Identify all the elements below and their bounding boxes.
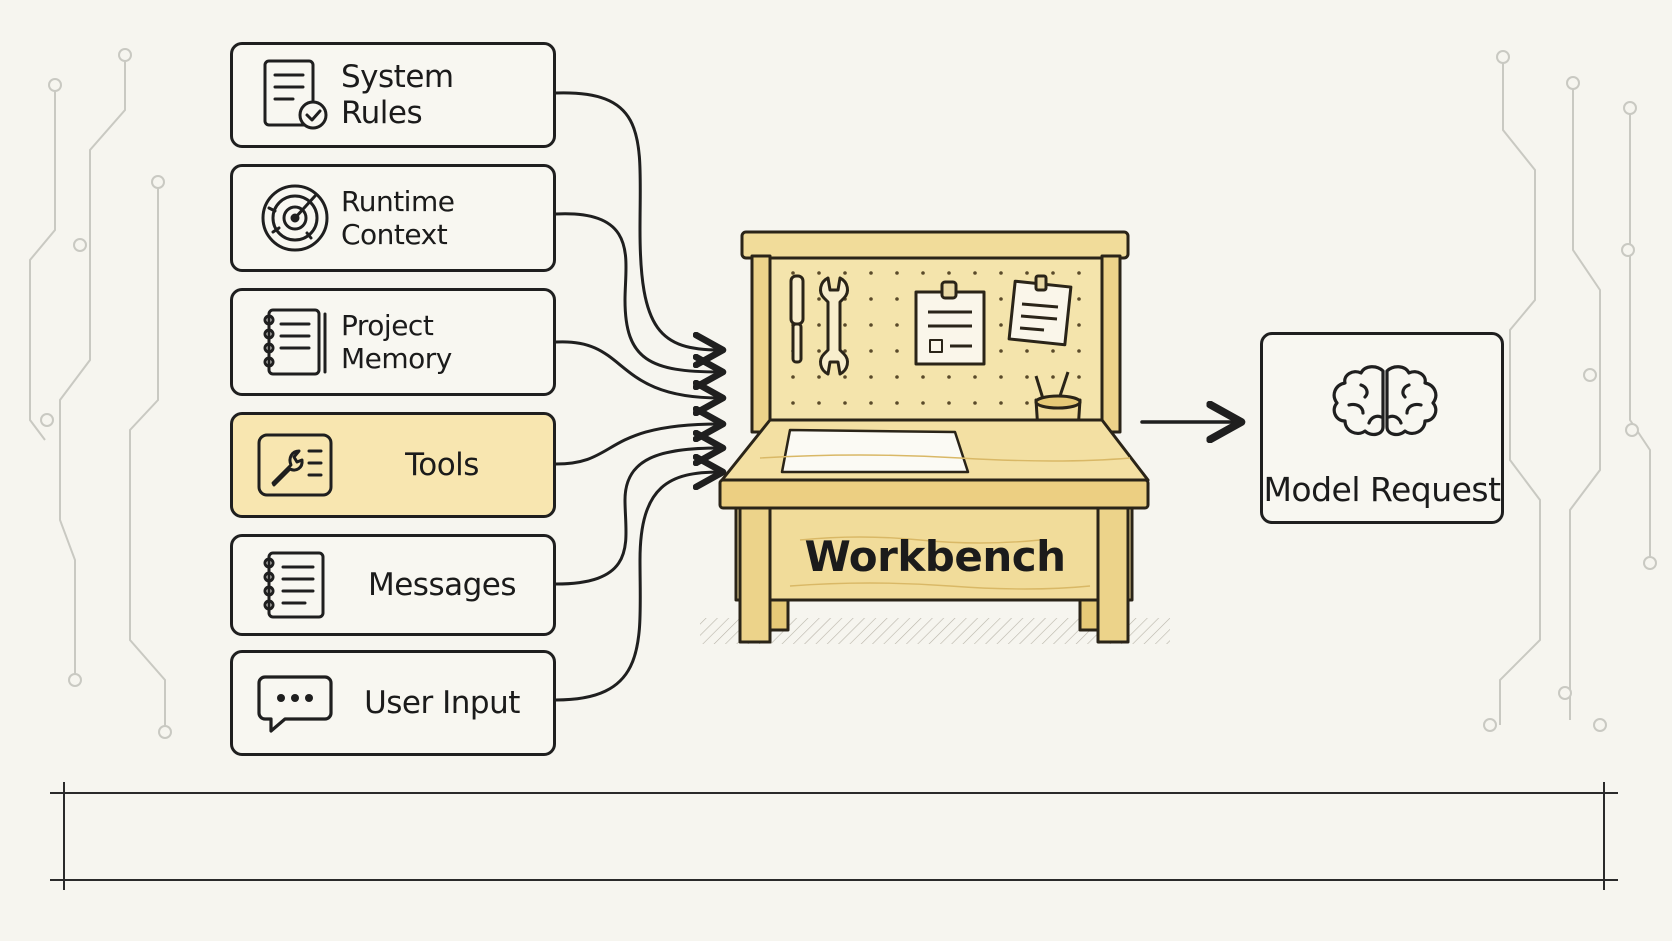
notebook-icon	[263, 308, 327, 376]
connector-user-input	[554, 472, 720, 702]
notebook-lines-icon	[263, 551, 325, 619]
connector-system-rules	[554, 91, 720, 350]
footer-band-lines	[50, 782, 1618, 890]
output-box-model-request[interactable]: Model Request	[1260, 332, 1504, 524]
connector-messages	[554, 448, 720, 586]
workbench-label: Workbench	[804, 532, 1066, 581]
input-box-tools[interactable]: Tools	[230, 412, 556, 518]
input-box-runtime-context[interactable]: Runtime Context	[230, 164, 556, 272]
input-label-user-input: User Input	[364, 685, 520, 721]
circuit-decoration-left	[29, 48, 172, 739]
wrench-card-icon	[257, 433, 333, 497]
clipboard-icon	[914, 280, 986, 366]
document-check-icon	[263, 59, 328, 130]
connector-runtime-context	[554, 212, 720, 372]
output-label: Model Request	[1263, 469, 1501, 509]
input-box-project-memory[interactable]: Project Memory	[230, 288, 556, 396]
input-label-messages: Messages	[367, 567, 517, 603]
note-icon	[1007, 274, 1073, 347]
chat-bubble-icon	[257, 675, 333, 733]
circuit-decoration-right	[1483, 50, 1657, 732]
wrench-icon	[819, 276, 849, 376]
input-box-messages[interactable]: Messages	[230, 534, 556, 636]
connectors	[554, 91, 720, 702]
radar-icon	[261, 184, 329, 252]
footer-band	[50, 784, 1622, 890]
input-label-system-rules: System Rules	[341, 59, 454, 131]
input-label-tools: Tools	[405, 447, 479, 483]
connector-project-memory	[554, 340, 720, 398]
input-box-system-rules[interactable]: System Rules	[230, 42, 556, 148]
workbench-illustration	[700, 230, 1170, 644]
input-label-runtime-context: Runtime Context	[341, 185, 455, 251]
input-box-user-input[interactable]: User Input	[230, 650, 556, 756]
brain-icon	[1332, 365, 1438, 437]
input-label-project-memory: Project Memory	[341, 309, 452, 375]
screwdriver-icon	[789, 274, 805, 364]
connector-tools	[554, 424, 720, 466]
